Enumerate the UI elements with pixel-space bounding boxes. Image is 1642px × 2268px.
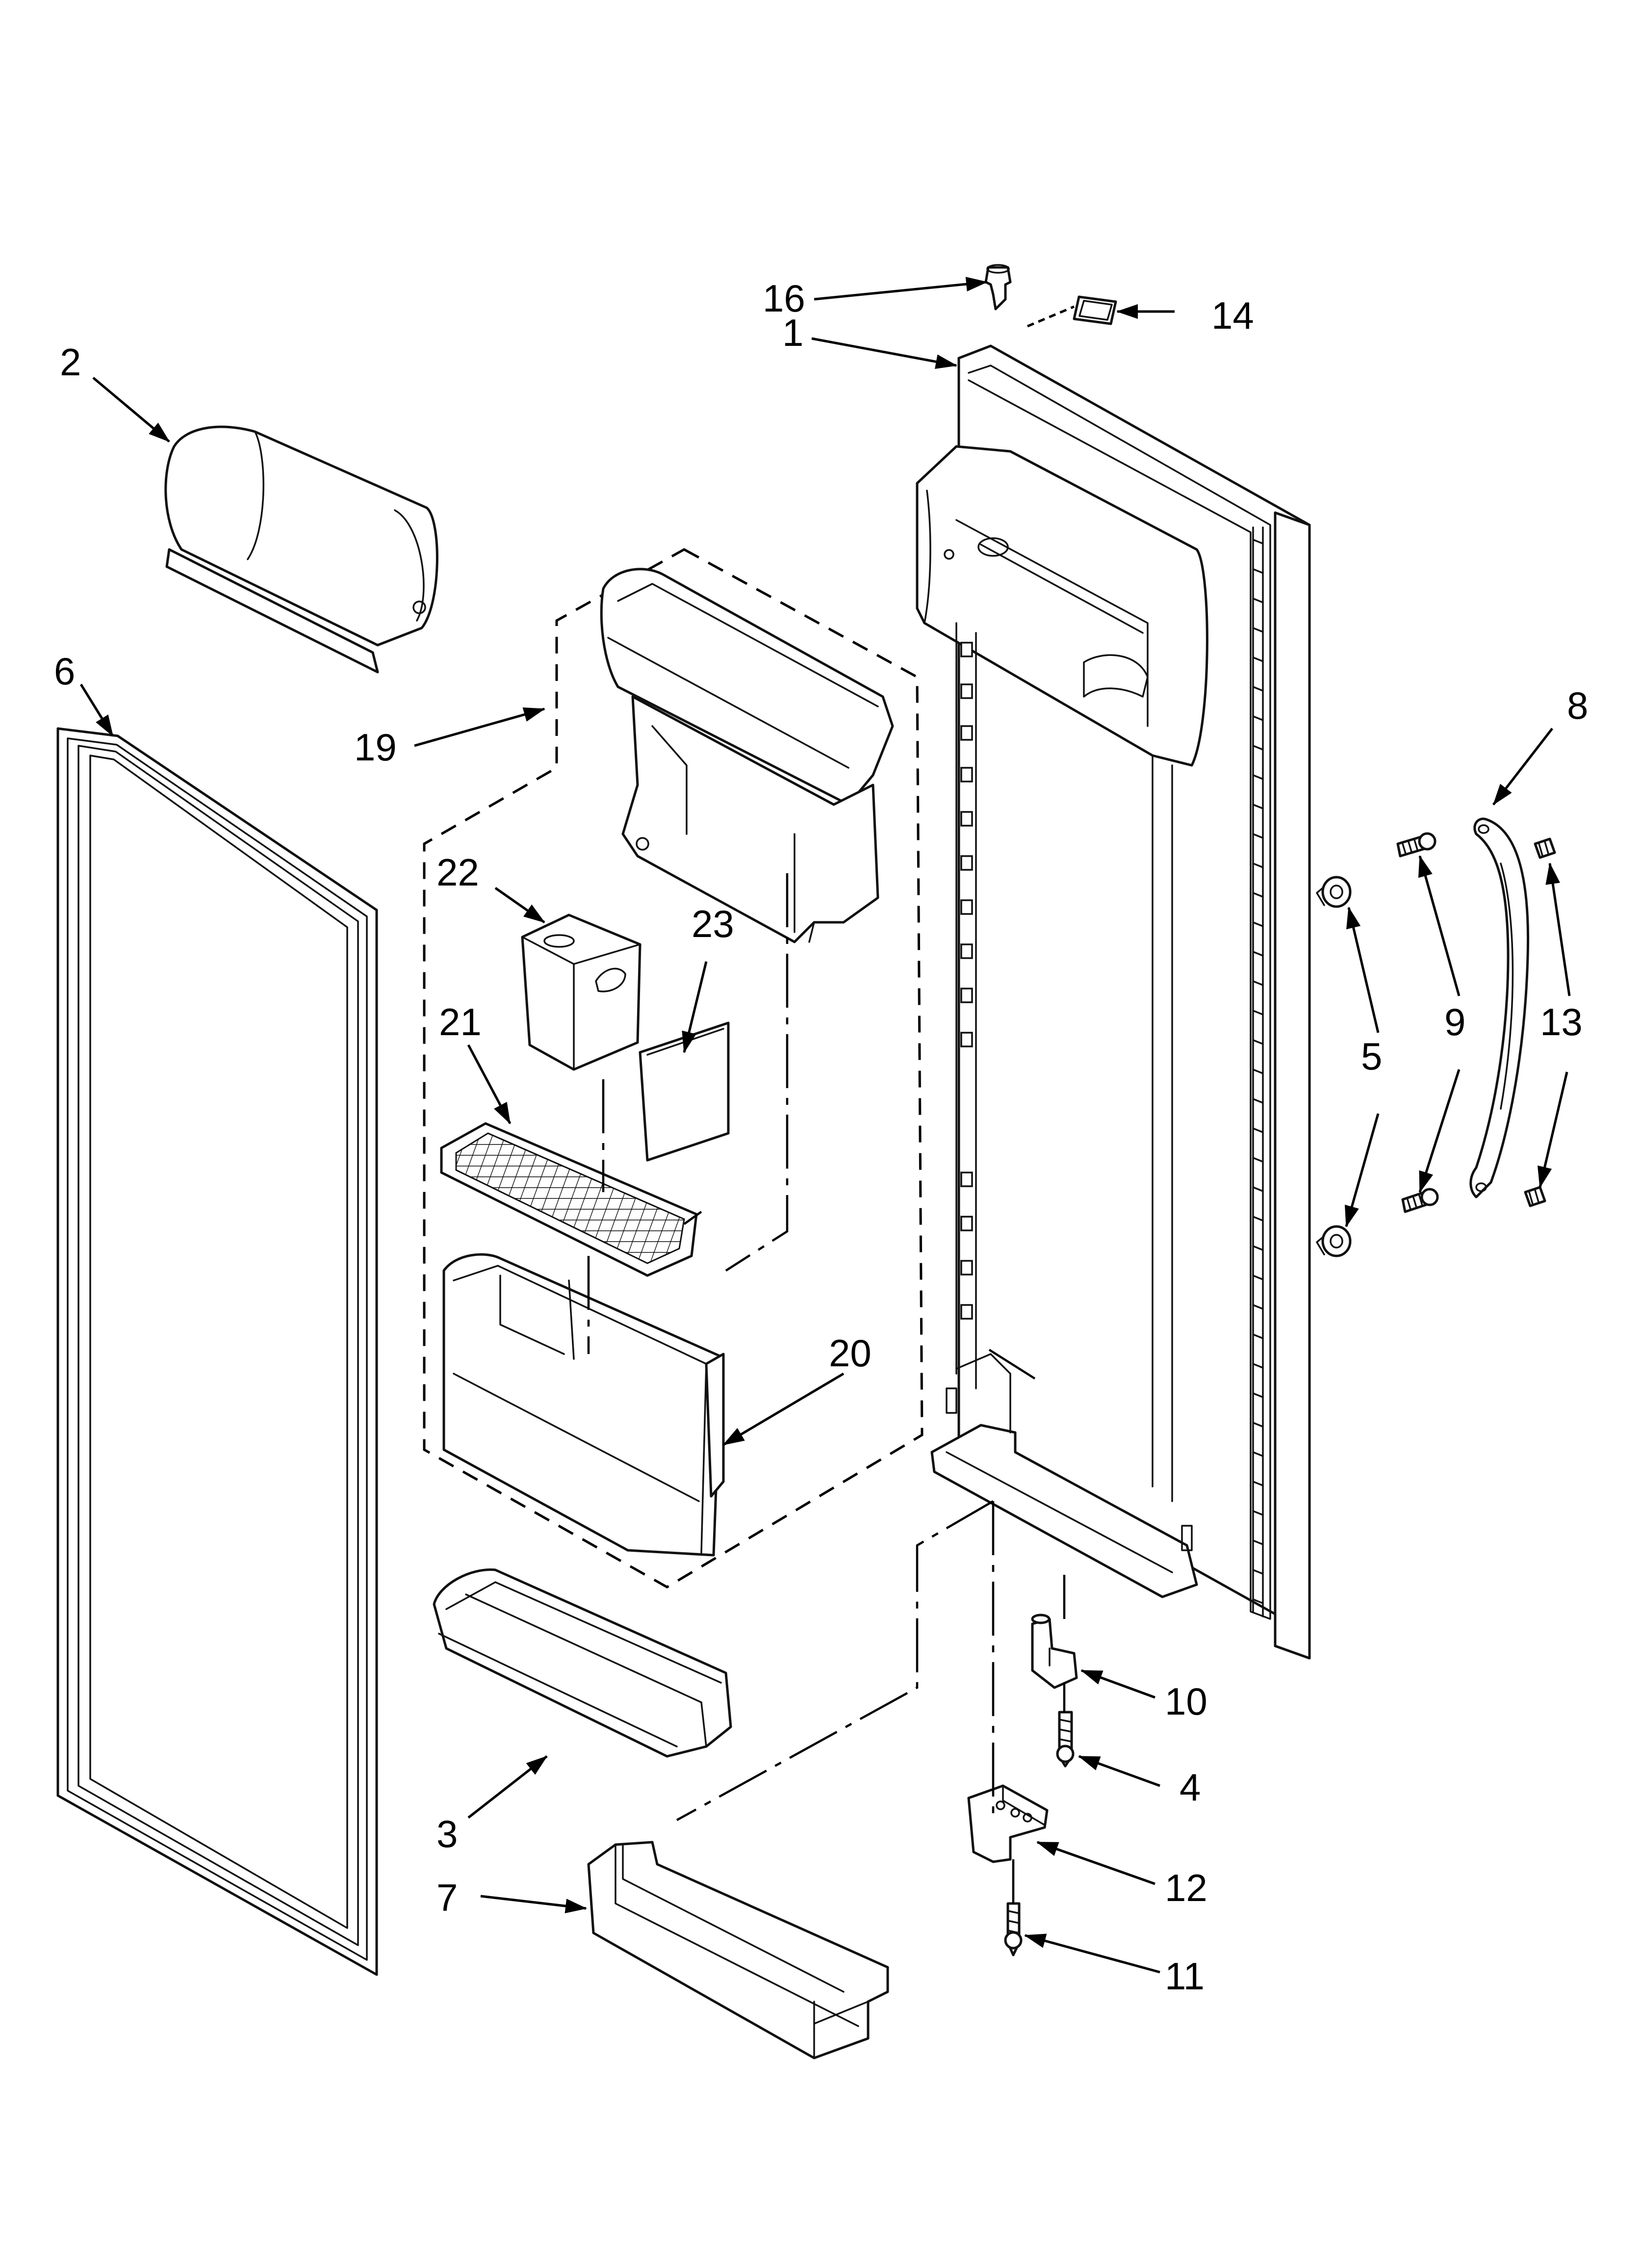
hinge-screw [1056,1711,1075,1768]
door-gasket [56,727,378,1976]
dispenser-upper-bin [600,568,894,943]
door-liner [916,344,1311,1660]
cap-centerline [1027,305,1075,328]
top-label [1073,295,1117,325]
callout-23: 23 [692,902,734,945]
door-bin [433,1568,732,1758]
callout-2: 2 [60,340,81,384]
handle-spacers [1316,876,1352,1257]
callout-8: 8 [1567,684,1588,727]
callout-5: 5 [1361,1035,1382,1078]
door-handle [1469,817,1529,1199]
dispenser-lower-bin [442,1253,725,1557]
lower-hinge-bracket [967,1784,1049,1863]
callout-12: 12 [1165,1866,1207,1909]
callout-labels: 16 14 1 2 6 19 8 22 23 21 5 9 13 20 10 4… [54,277,1588,1998]
callout-9: 9 [1444,1000,1465,1043]
callout-21: 21 [439,1000,482,1043]
callout-7: 7 [436,1876,458,1919]
assembly-centerlines [587,873,1066,1903]
callout-4: 4 [1180,1766,1201,1809]
callout-6: 6 [54,650,75,693]
ice-cup [521,913,641,1071]
callout-14: 14 [1211,294,1254,337]
callout-20: 20 [829,1331,872,1375]
bracket-screw [1004,1902,1023,1956]
callout-13: 13 [1540,1000,1583,1043]
callout-3: 3 [436,1812,458,1855]
callout-16: 16 [763,277,805,320]
callout-1: 1 [782,311,803,354]
liner-shelf-slots [960,642,973,1320]
callout-10: 10 [1165,1680,1207,1723]
callout-leaders [79,277,1571,1974]
callout-11: 11 [1165,1955,1205,1998]
door-shelf-bar [587,1841,889,2059]
callout-19: 19 [354,726,397,769]
callout-22: 22 [436,851,479,894]
dairy-door-cover [164,425,438,674]
handle-set-screws [1524,837,1556,1207]
liner-gasket-texture [1252,539,1264,1604]
drip-grille [440,1122,698,1277]
door-hinge-pin [1031,1614,1078,1689]
dispenser-bin-assembly-outline [423,548,924,1589]
handle-screws [1396,832,1439,1213]
dispenser-flap [639,1021,730,1162]
door-cap-plug [984,264,1012,311]
